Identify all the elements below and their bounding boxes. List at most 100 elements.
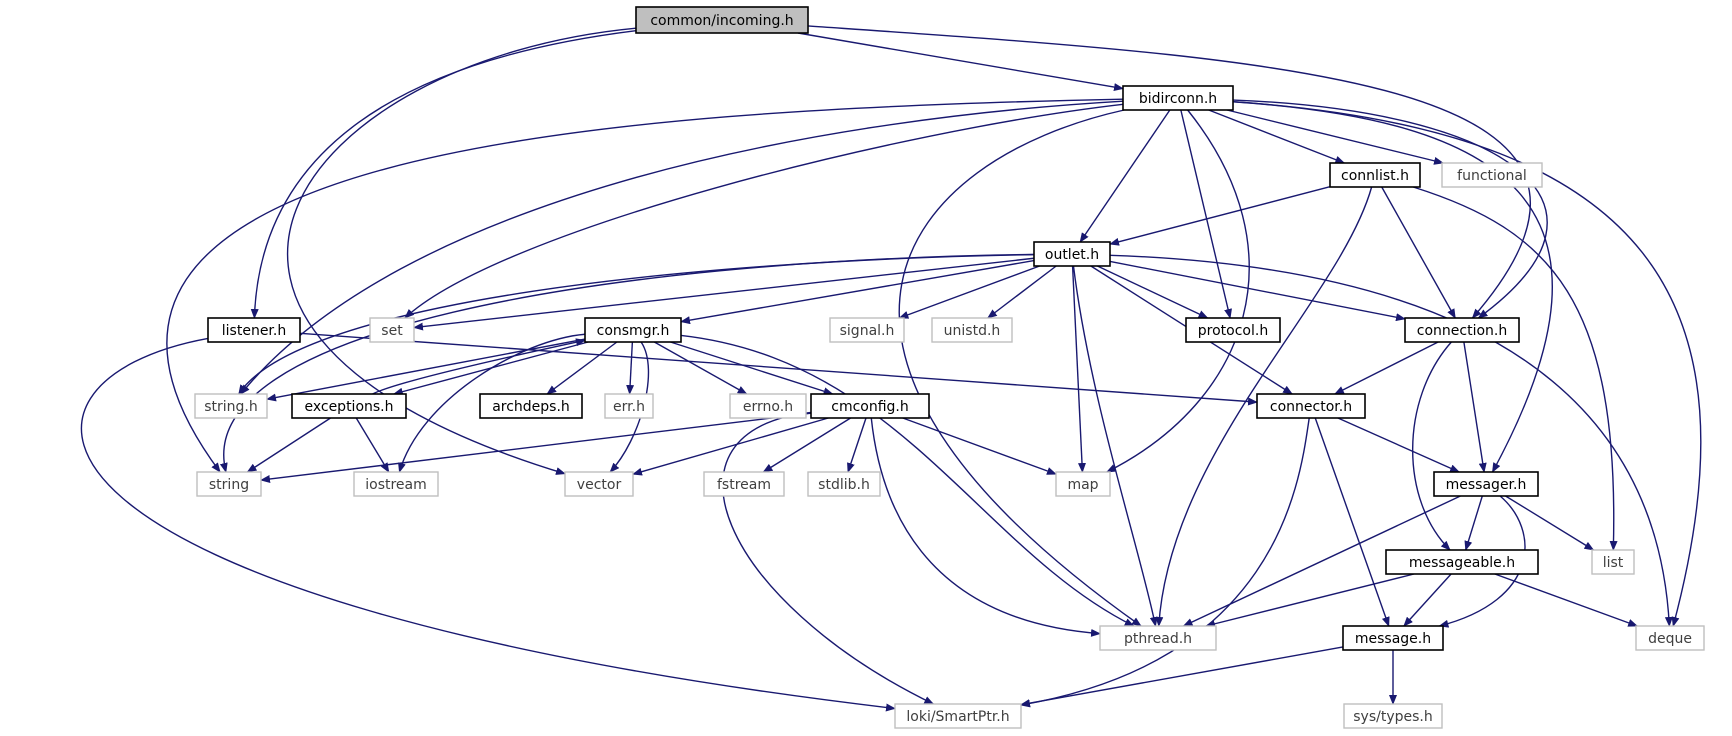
node-stdlib: stdlib.h: [807, 471, 881, 497]
node-box: [807, 471, 881, 497]
node-message[interactable]: message.h: [1342, 625, 1444, 651]
edge-outlet-to-string: [219, 253, 1035, 473]
node-box: [1099, 625, 1217, 651]
node-connection[interactable]: connection.h: [1404, 317, 1520, 343]
node-label: string.h: [204, 399, 258, 415]
edge-outlet-to-unistd: [986, 265, 1057, 319]
node-fstream: fstream: [703, 471, 785, 497]
node-box: [1404, 317, 1520, 343]
edge-bidirconn-to-pthread: [898, 109, 1142, 627]
edge-outlet-to-protocol: [1097, 265, 1209, 319]
node-label: deque: [1648, 631, 1692, 647]
edge-messageable-to-pthread: [1205, 573, 1415, 628]
node-label: err.h: [613, 399, 645, 415]
edge-consmgr-to-cmconfig: [670, 341, 834, 396]
node-connlist[interactable]: connlist.h: [1329, 162, 1421, 188]
edge-outlet-to-map: [1071, 265, 1086, 473]
node-listener[interactable]: listener.h: [207, 317, 301, 343]
node-exceptions[interactable]: exceptions.h: [291, 393, 407, 419]
edge-outlet-to-set: [413, 257, 1035, 331]
node-archdeps[interactable]: archdeps.h: [479, 393, 583, 419]
node-label: cmconfig.h: [831, 399, 909, 415]
edge-consmgr-to-err: [626, 341, 635, 395]
edge-cmconfig-to-pthread: [870, 417, 1101, 637]
edge-listener-to-connector: [299, 332, 1258, 406]
node-box: [604, 393, 654, 419]
edges: [80, 25, 1702, 712]
edge-connection-to-connector: [1333, 341, 1439, 395]
node-unistd: unistd.h: [931, 317, 1013, 343]
node-label: map: [1067, 477, 1098, 493]
node-box: [1055, 471, 1111, 497]
edge-exceptions-to-string: [246, 417, 331, 473]
node-label: messageable.h: [1409, 555, 1515, 571]
node-connector[interactable]: connector.h: [1256, 393, 1366, 419]
node-errno: errno.h: [729, 393, 807, 419]
node-protocol[interactable]: protocol.h: [1185, 317, 1281, 343]
node-label: listener.h: [222, 323, 286, 339]
edge-messager-to-list: [1505, 495, 1595, 551]
edge-bidirconn-to-outlet: [1079, 109, 1171, 243]
edge-connlist-to-outlet: [1109, 186, 1331, 246]
edge-incoming-to-listener: [250, 29, 637, 319]
edge-connection-to-messageable: [1411, 341, 1452, 551]
edge-bidirconn-to-deque: [1232, 101, 1702, 627]
node-box: [584, 317, 682, 343]
node-label: message.h: [1355, 631, 1431, 647]
edge-consmgr-to-archdeps: [546, 341, 618, 395]
node-signal: signal.h: [829, 317, 905, 343]
node-cmconfig[interactable]: cmconfig.h: [810, 393, 930, 419]
edge-messageable-to-message: [1403, 573, 1452, 627]
edge-consmgr-to-stringh: [266, 338, 586, 402]
node-bidirconn[interactable]: bidirconn.h: [1122, 85, 1234, 111]
edge-bidirconn-to-set: [404, 103, 1124, 319]
node-deque: deque: [1635, 625, 1705, 651]
node-loki: loki/SmartPtr.h: [894, 703, 1022, 729]
node-stringh: string.h: [194, 393, 268, 419]
node-pthread: pthread.h: [1099, 625, 1217, 651]
node-box: [1343, 703, 1443, 729]
node-label: sys/types.h: [1353, 709, 1432, 725]
node-outlet[interactable]: outlet.h: [1033, 241, 1111, 267]
node-label: protocol.h: [1198, 323, 1268, 339]
node-functional: functional: [1441, 162, 1543, 188]
edge-cmconfig-to-loki: [722, 411, 935, 705]
node-messager[interactable]: messager.h: [1433, 471, 1539, 497]
node-box: [1342, 625, 1444, 651]
node-box: [1185, 317, 1281, 343]
node-label: fstream: [717, 477, 771, 493]
node-consmgr[interactable]: consmgr.h: [584, 317, 682, 343]
node-label: vector: [577, 477, 622, 493]
edge-bidirconn-to-messager: [1232, 101, 1553, 473]
node-systypes: sys/types.h: [1343, 703, 1443, 729]
node-messageable[interactable]: messageable.h: [1385, 549, 1539, 575]
edge-outlet-to-pthread: [1072, 265, 1158, 627]
node-label: errno.h: [743, 399, 793, 415]
edge-incoming-to-connection: [807, 25, 1531, 319]
edge-connlist-to-pthread: [1155, 186, 1373, 627]
edge-connlist-to-connection: [1381, 186, 1456, 319]
node-vector: vector: [564, 471, 634, 497]
node-label: messager.h: [1446, 477, 1527, 493]
edge-messageable-to-deque: [1494, 573, 1639, 627]
node-box: [1256, 393, 1366, 419]
edge-bidirconn-to-string: [166, 98, 1124, 473]
node-label: stdlib.h: [818, 477, 870, 493]
node-box: [931, 317, 1013, 343]
node-label: common/incoming.h: [650, 13, 793, 29]
edge-bidirconn-to-stringh: [240, 100, 1124, 395]
node-box: [1635, 625, 1705, 651]
edge-connlist-to-list: [1412, 186, 1618, 551]
node-box: [369, 317, 415, 343]
node-box: [194, 393, 268, 419]
node-incoming[interactable]: common/incoming.h: [635, 6, 809, 34]
node-label: list: [1603, 555, 1624, 571]
edge-exceptions-to-consmgr: [372, 338, 586, 395]
node-label: pthread.h: [1124, 631, 1192, 647]
edge-cmconfig-to-map: [902, 417, 1057, 475]
edge-incoming-to-bidirconn: [797, 32, 1124, 92]
edge-cmconfig-to-vector: [632, 417, 829, 476]
edge-outlet-to-connection: [1109, 260, 1406, 322]
node-label: archdeps.h: [492, 399, 570, 415]
